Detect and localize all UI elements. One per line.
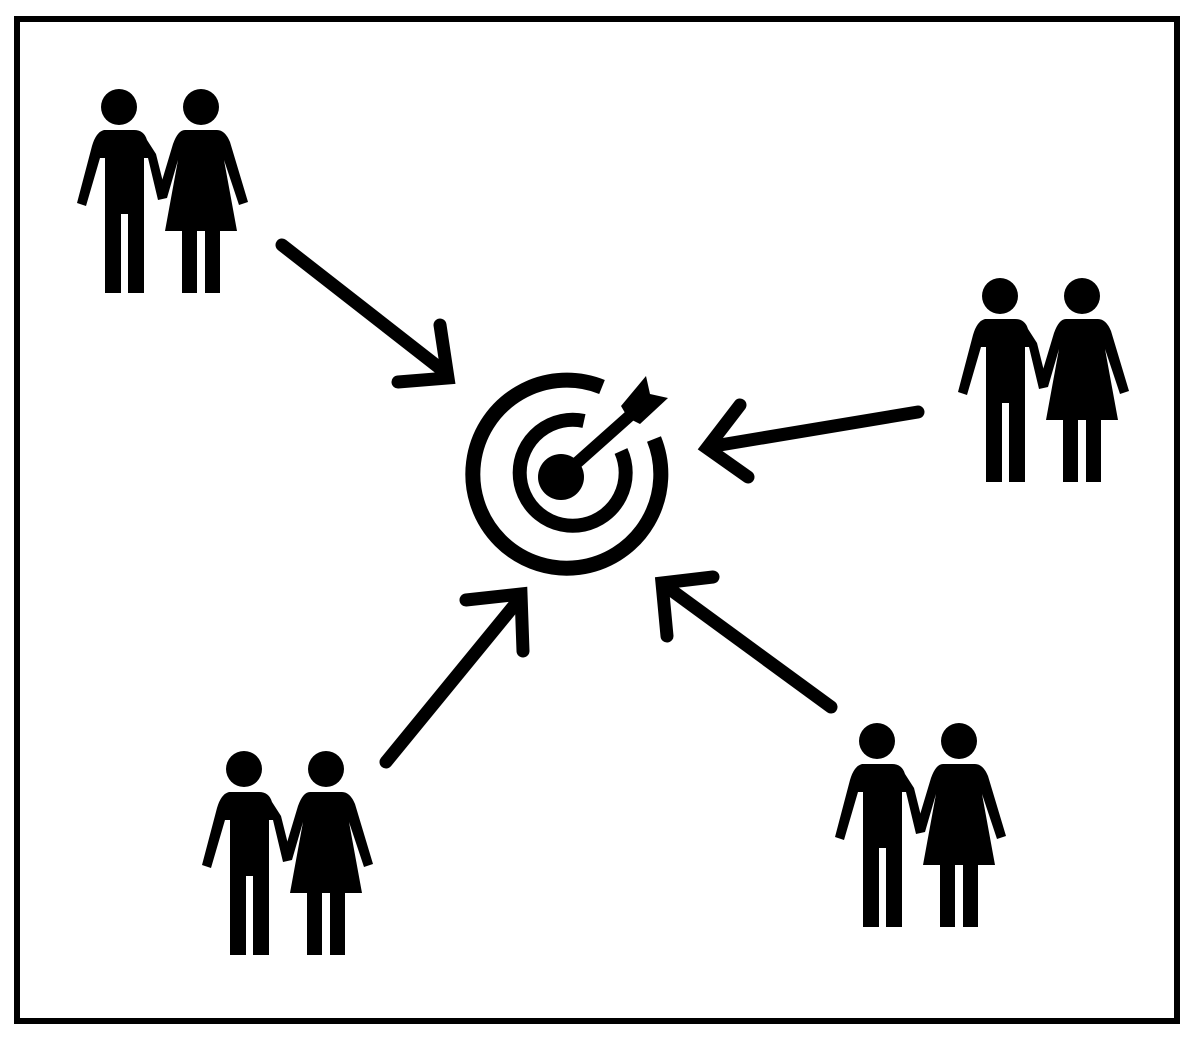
arrow-to-target-icon-right — [697, 398, 925, 484]
arrow-to-target-icon-bottom-left — [379, 586, 530, 769]
arrow-to-target-icon-top-left — [275, 238, 456, 389]
arrow-to-target-icon-bottom-right — [654, 570, 838, 714]
bullseye-target-with-arrow-icon — [465, 372, 669, 576]
